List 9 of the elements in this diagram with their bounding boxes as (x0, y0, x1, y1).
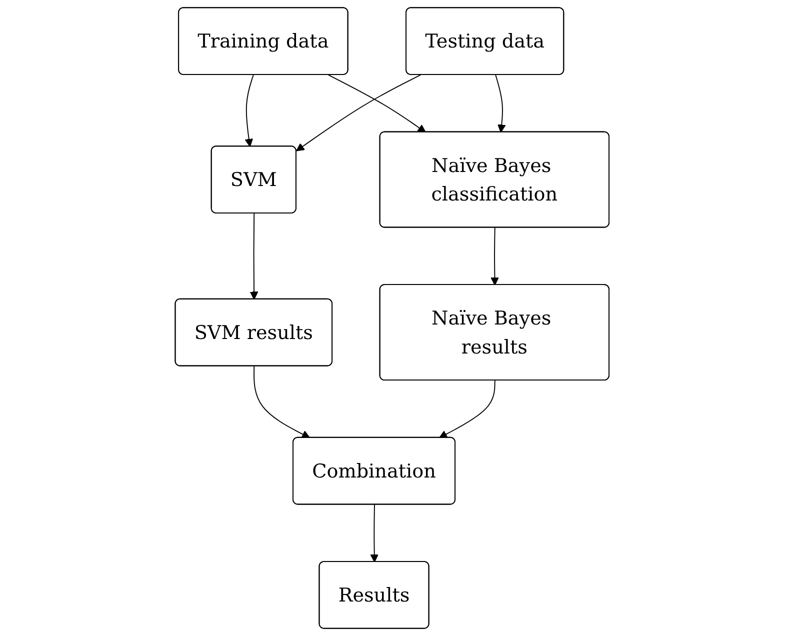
arrow (296, 74, 422, 152)
arrow (439, 380, 496, 438)
arrow (254, 366, 310, 438)
arrow (370, 504, 379, 562)
arrow (250, 212, 259, 300)
arrow (490, 227, 500, 286)
arrow (328, 74, 426, 133)
arrow (245, 74, 254, 147)
arrow (496, 74, 506, 133)
